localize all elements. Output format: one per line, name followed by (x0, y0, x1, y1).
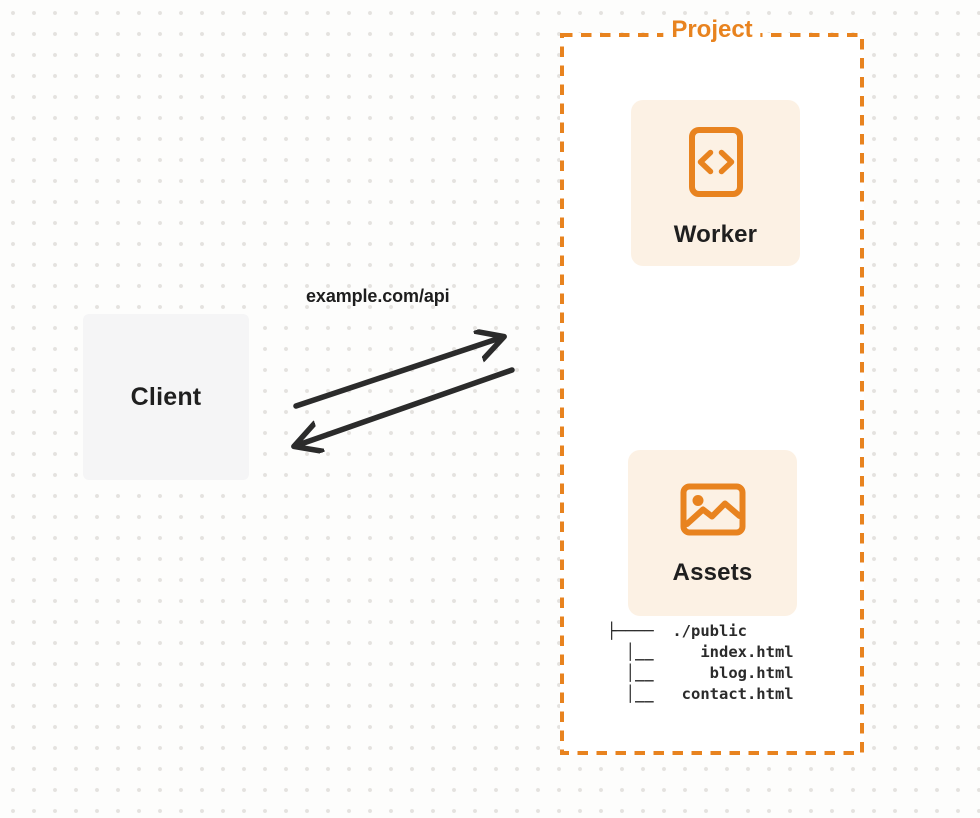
code-file-icon (688, 127, 743, 197)
assets-label: Assets (672, 559, 753, 586)
assets-node: Assets (628, 450, 797, 616)
tree-line-blog: │__ blog.html (607, 664, 794, 682)
project-dashed-border (560, 33, 864, 755)
request-arrow (293, 338, 500, 409)
tree-line-public: ├──── ./public (607, 622, 747, 640)
project-label: Project (663, 16, 761, 44)
client-node: Client (83, 314, 249, 480)
worker-label: Worker (673, 221, 758, 248)
assets-file-tree: ├──── ./public │__ index.html │__ blog.h… (607, 621, 794, 705)
response-arrow (298, 367, 515, 445)
tree-line-contact: │__ contact.html (607, 685, 794, 703)
tree-line-index: │__ index.html (607, 643, 794, 661)
client-label: Client (130, 382, 202, 411)
project-container: Project Worker Assets ├──── ./public │__… (560, 16, 864, 755)
image-icon (680, 482, 746, 537)
worker-node: Worker (631, 100, 800, 266)
request-route-label: example.com/api (306, 286, 450, 306)
